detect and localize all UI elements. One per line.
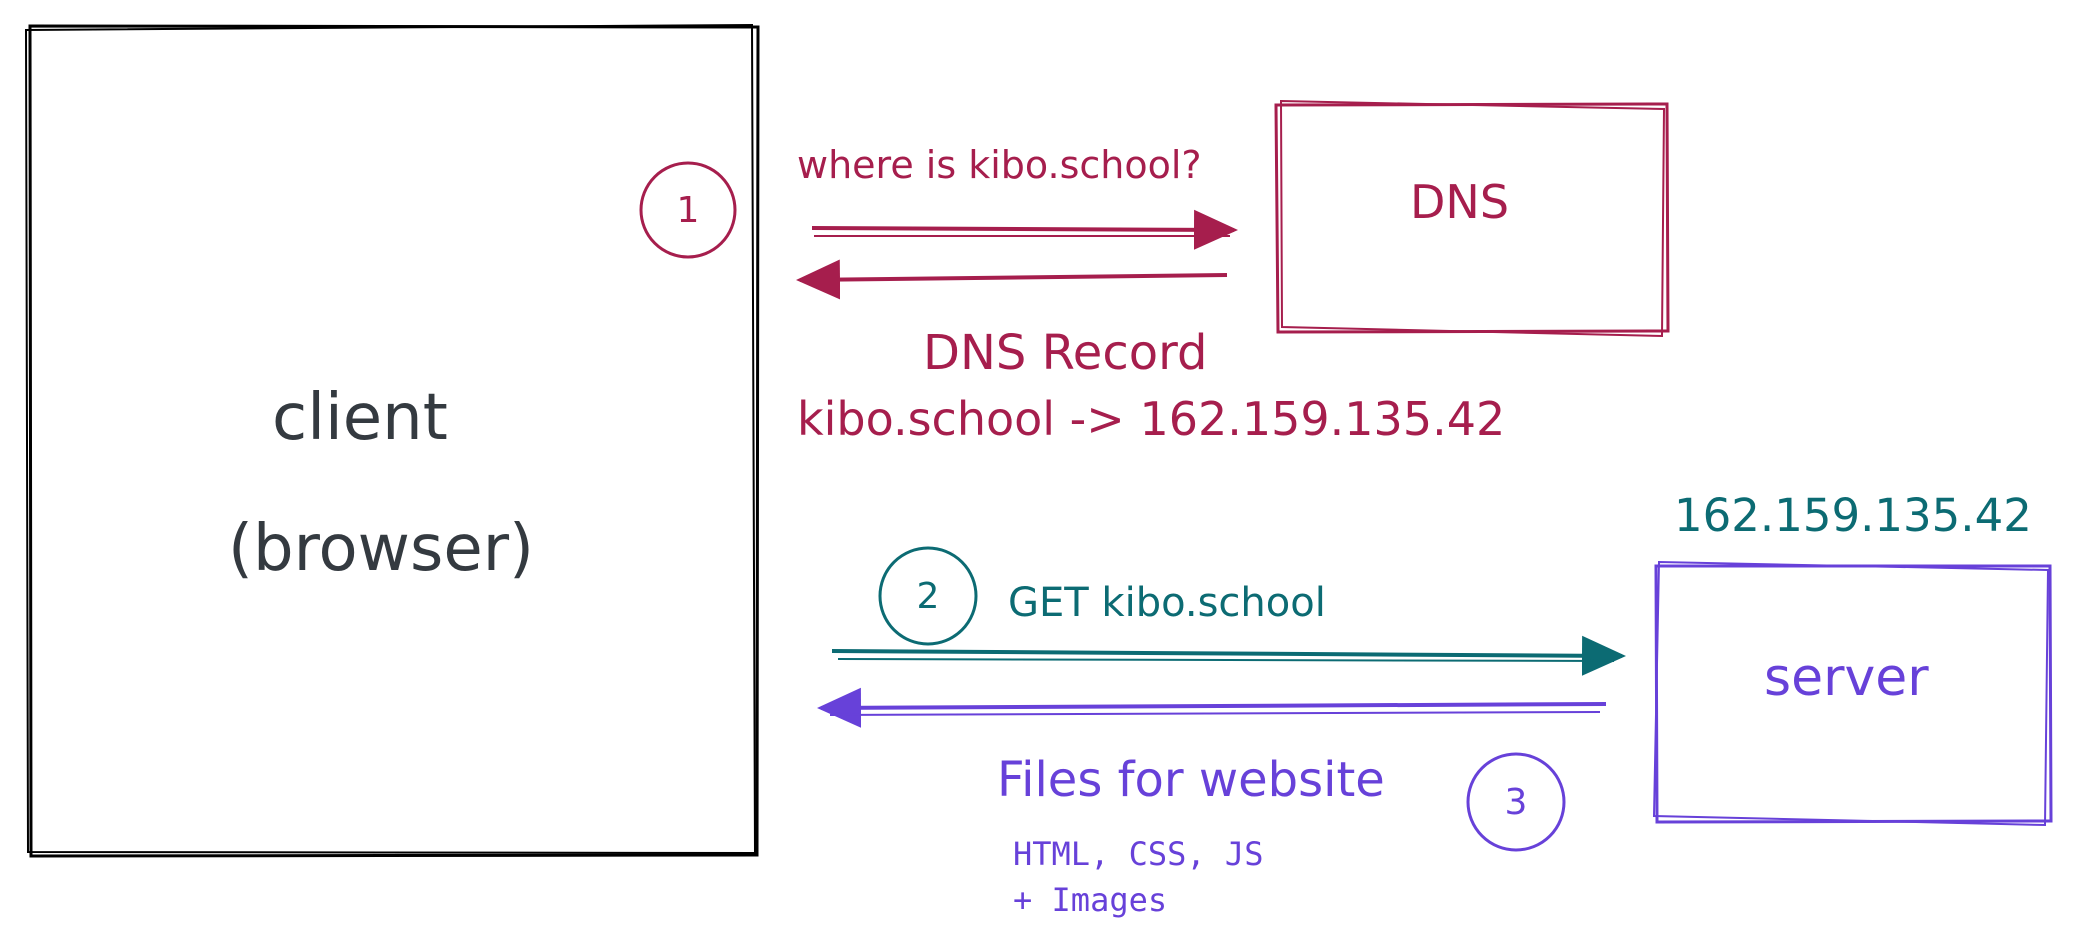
http-response-details-line-2: + Images [1013, 881, 1168, 919]
server-box [1652, 560, 2053, 827]
client-subtitle: (browser) [228, 512, 534, 586]
client-label: client [272, 381, 448, 455]
http-response-details-line-1: HTML, CSS, JS [1013, 835, 1264, 873]
dns-record-title: DNS Record [923, 325, 1208, 381]
step-3-number: 3 [1505, 782, 1528, 823]
dns-query-arrow [811, 209, 1238, 250]
dns-response-arrow [796, 259, 1228, 300]
step-1-number: 1 [677, 190, 700, 231]
http-response-arrow [817, 687, 1607, 728]
server-label: server [1764, 648, 1929, 708]
dns-record-value: kibo.school -> 162.159.135.42 [797, 392, 1506, 446]
step-2-number: 2 [917, 576, 940, 617]
dns-query-label: where is kibo.school? [797, 143, 1202, 187]
step-1-circle: 1 [639, 161, 737, 259]
server-ip-label: 162.159.135.42 [1674, 489, 2032, 542]
step-3-circle: 3 [1466, 752, 1566, 852]
client-box [24, 23, 760, 858]
http-request-arrow [831, 635, 1626, 676]
dns-box [1274, 99, 1670, 338]
http-request-label: GET kibo.school [1008, 580, 1326, 626]
step-2-circle: 2 [878, 546, 978, 646]
http-response-title: Files for website [997, 752, 1385, 808]
dns-label: DNS [1410, 175, 1510, 229]
